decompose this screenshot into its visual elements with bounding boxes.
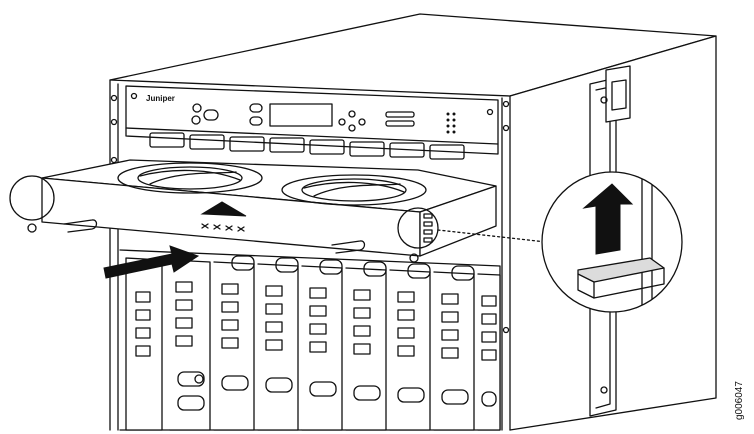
- line-card: [257, 257, 299, 431]
- brand-logo-box: [140, 90, 180, 104]
- line-card: [125, 257, 163, 431]
- callout-latch: [577, 257, 665, 283]
- highlight-circle-right: [397, 207, 439, 249]
- arrow-up-icon: [200, 201, 247, 217]
- fan-tray-handle-right: [331, 240, 366, 254]
- line-card: [433, 265, 475, 431]
- line-card: [169, 259, 211, 431]
- fan-left: [117, 162, 263, 194]
- highlight-circle-left: [9, 175, 55, 221]
- line-card: [345, 261, 387, 431]
- line-card: [213, 255, 255, 431]
- fan-tray-vents: [201, 223, 245, 232]
- brand-logo-text: Juniper: [146, 94, 175, 103]
- line-card: [477, 273, 501, 431]
- callout-leader-line: [437, 229, 547, 243]
- line-card: [301, 259, 343, 431]
- fan-right: [281, 174, 427, 206]
- fan-tray-handle-left: [63, 219, 98, 233]
- lcd-display: [269, 103, 333, 127]
- panel-connector-strip: [149, 132, 465, 160]
- arrow-right-icon: [103, 245, 200, 279]
- fan-tray-latch-tab: [423, 213, 433, 243]
- fan-tray: [27, 159, 497, 263]
- figure-id-label: g006047: [734, 381, 745, 420]
- line-card-slots: [119, 249, 501, 431]
- line-card: [389, 263, 431, 431]
- arrow-up-icon: [582, 183, 634, 255]
- craft-interface-panel: [125, 85, 499, 160]
